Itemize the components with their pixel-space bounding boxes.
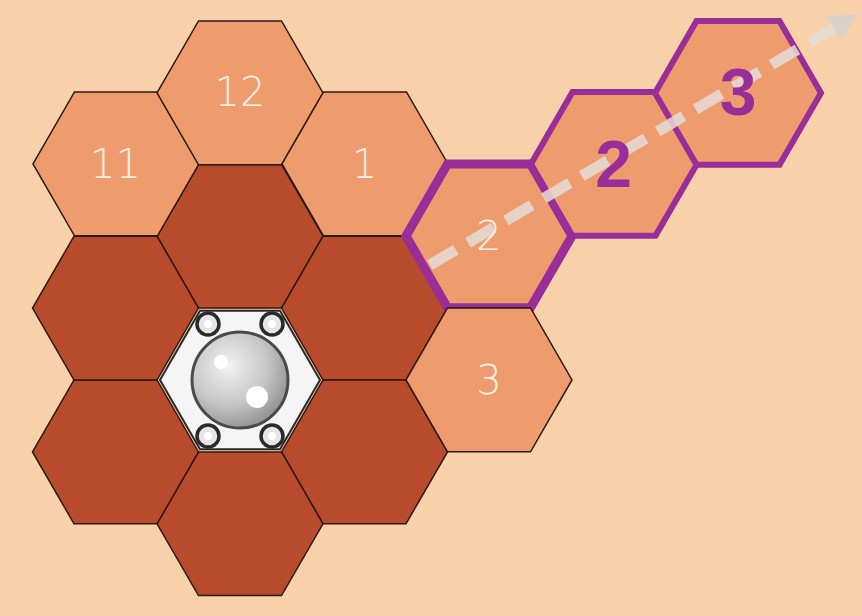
bolt xyxy=(197,313,219,335)
bolt xyxy=(261,425,283,447)
hex-outline xyxy=(406,308,572,452)
hex-outline xyxy=(655,21,821,165)
board-hex: 3 xyxy=(655,21,821,165)
hex-number: 1 xyxy=(352,144,377,184)
board-hex: 3 xyxy=(406,308,572,452)
bolt-center xyxy=(268,432,276,440)
hex-number: 2 xyxy=(476,216,501,256)
dashed-path xyxy=(430,28,834,265)
center-hex xyxy=(160,311,320,450)
hex-number: 11 xyxy=(90,144,141,184)
step-number: 2 xyxy=(595,131,632,197)
marble xyxy=(192,332,288,428)
bolt-center xyxy=(204,320,212,328)
center-piece xyxy=(160,311,320,450)
bolt-center xyxy=(204,432,212,440)
hex-number: 12 xyxy=(215,72,266,112)
arrow-head xyxy=(827,14,858,40)
marble-highlight xyxy=(214,355,228,369)
step-number: 3 xyxy=(720,59,757,125)
bolt xyxy=(197,425,219,447)
hex-number: 3 xyxy=(476,360,501,400)
bolt xyxy=(261,313,283,335)
marble-highlight xyxy=(246,386,268,408)
bolt-center xyxy=(268,320,276,328)
